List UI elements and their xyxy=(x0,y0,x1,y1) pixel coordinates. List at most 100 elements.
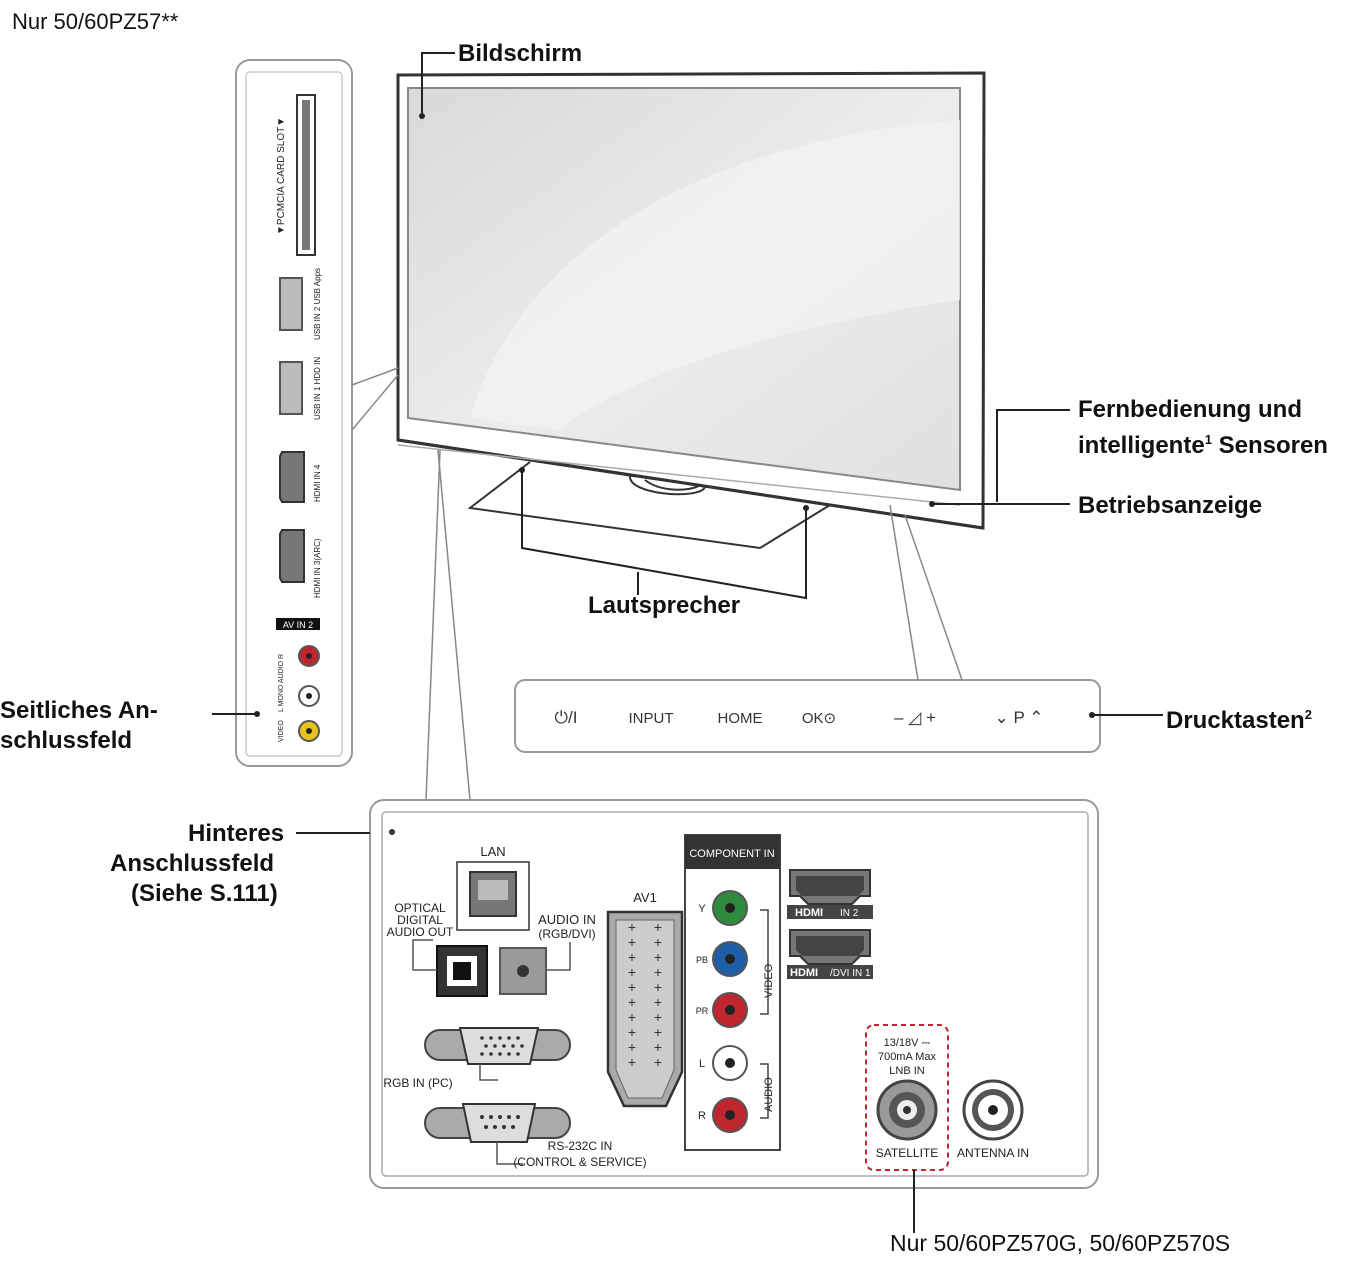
side-hdmi3-label: HDMI IN 3(ARC) xyxy=(313,538,322,598)
hdmi4-port xyxy=(279,451,305,503)
audio-in-rgb-port xyxy=(499,942,571,995)
rgb-pin xyxy=(502,1044,506,1048)
audio-tag: AUDIO xyxy=(763,1077,775,1112)
rgb-in-label: RGB IN (PC) xyxy=(383,1076,452,1090)
label-remote-sensor-text-a: intelligente xyxy=(1078,432,1205,459)
rgb-pin xyxy=(511,1044,515,1048)
antenna-connector xyxy=(962,1079,1024,1141)
input-button: INPUT xyxy=(629,710,674,727)
satellite-label: SATELLITE xyxy=(876,1146,938,1160)
scart-pin: + xyxy=(654,964,662,980)
label-side-panel-line1: Seitliches An- xyxy=(0,697,158,724)
rs232-pin xyxy=(493,1125,497,1129)
rgb-pin xyxy=(516,1036,520,1040)
rs232-label-2: (CONTROL & SERVICE) xyxy=(513,1155,646,1169)
lan-port xyxy=(456,861,530,931)
side-audio-label: L MONO AUDIO R xyxy=(278,654,285,712)
optical-port xyxy=(412,939,488,997)
hdmi1-dvi-port xyxy=(787,929,873,979)
lan-label: LAN xyxy=(480,844,505,859)
scart-pin: + xyxy=(628,1039,636,1055)
component-in-block xyxy=(684,834,781,1151)
label-rear-panel-line1: Hinteres xyxy=(188,820,285,847)
side-hdmi4-label: HDMI IN 4 xyxy=(313,464,322,502)
usb2-port xyxy=(279,277,303,331)
scart-pin: + xyxy=(628,949,636,965)
lnb-label-1: 13/18V ⎓ xyxy=(884,1037,931,1049)
comp-pr-label: PR xyxy=(696,1006,709,1016)
side-pcmcia-label: ▼PCMCIA CARD SLOT▼ xyxy=(276,117,287,235)
callout-lines xyxy=(212,52,1163,1233)
scart-pin: + xyxy=(654,1054,662,1070)
rs232-pin xyxy=(480,1115,484,1119)
rgb-pin xyxy=(484,1044,488,1048)
scart-pin: + xyxy=(628,979,636,995)
scart-pin: + xyxy=(628,934,636,950)
av1-label: AV1 xyxy=(633,890,657,905)
optical-label-2: DIGITAL xyxy=(397,913,443,927)
scart-pin: + xyxy=(628,1009,636,1025)
rgb-pin xyxy=(498,1036,502,1040)
rgb-pin xyxy=(507,1052,511,1056)
component-in-label: COMPONENT IN xyxy=(689,848,774,860)
av1-scart-port xyxy=(606,910,684,1108)
hdmi2-label: IN 2 xyxy=(840,908,859,919)
label-rear-panel-line3: (Siehe S.111) xyxy=(131,880,278,907)
comp-pb-label: PB xyxy=(696,955,708,965)
hdmi1-logo: HDMI xyxy=(790,967,818,979)
home-button: HOME xyxy=(718,710,763,727)
label-rear-panel-line2: Anschlussfeld xyxy=(110,850,275,877)
satellite-area xyxy=(865,1024,949,1171)
footer-note: Nur 50/60PZ570G, 50/60PZ570S xyxy=(890,1230,1231,1256)
scart-pin: + xyxy=(628,964,636,980)
rgb-pin xyxy=(520,1044,524,1048)
label-buttons-sup: 2 xyxy=(1304,707,1312,722)
rs232-pin xyxy=(489,1115,493,1119)
scart-pin: + xyxy=(654,949,662,965)
label-buttons: Drucktasten2 xyxy=(1166,699,1312,736)
label-remote-sensor-line2: intelligente1 Sensoren xyxy=(1078,424,1328,461)
label-remote-sensor-line1: Fernbedienung und xyxy=(1078,396,1302,423)
rgb-pin xyxy=(489,1036,493,1040)
label-speaker: Lautsprecher xyxy=(588,592,741,619)
volume-buttons: – ◿ + xyxy=(894,708,936,727)
rs232-pin xyxy=(484,1125,488,1129)
scart-pin: + xyxy=(654,919,662,935)
tv-body xyxy=(396,71,986,530)
rgb-pin xyxy=(480,1036,484,1040)
callout-dots xyxy=(254,113,1095,718)
side-panel-leaders xyxy=(351,367,399,431)
rs232-pin xyxy=(511,1125,515,1129)
rs232-pin xyxy=(502,1125,506,1129)
hdmi1-label: /DVI IN 1 xyxy=(830,968,871,979)
scart-pin: + xyxy=(628,1054,636,1070)
hdmi2-logo: HDMI xyxy=(795,907,823,919)
tv-stand xyxy=(467,461,831,550)
label-buttons-text: Drucktasten xyxy=(1166,707,1305,734)
side-usb2-label: USB IN 2 USB Apps xyxy=(313,268,322,340)
lnb-label-3: LNB IN xyxy=(889,1065,925,1077)
label-screen: Bildschirm xyxy=(458,40,583,67)
video-tag: VIDEO xyxy=(763,963,775,998)
label-power-indicator: Betriebsanzeige xyxy=(1078,492,1263,519)
comp-l-label: L xyxy=(699,1058,705,1070)
lnb-label-2: 700mA Max xyxy=(878,1051,937,1063)
rs232-pin xyxy=(507,1115,511,1119)
side-av-in2-label: AV IN 2 xyxy=(283,620,313,630)
comp-r-label: R xyxy=(698,1110,706,1122)
ok-button: OK⊙ xyxy=(802,710,836,727)
scart-pin: + xyxy=(628,919,636,935)
scart-pin: + xyxy=(654,979,662,995)
rgb-pin xyxy=(507,1036,511,1040)
scart-pin: + xyxy=(654,934,662,950)
rgb-pin xyxy=(480,1052,484,1056)
rgb-pin xyxy=(498,1052,502,1056)
rgb-pin xyxy=(489,1052,493,1056)
hdmi3-port xyxy=(279,529,305,583)
scart-pin: + xyxy=(628,994,636,1010)
audio-in-label-1: AUDIO IN xyxy=(538,912,596,927)
label-remote-sensor-sup: 1 xyxy=(1204,432,1212,447)
program-buttons: ⌄ P ⌃ xyxy=(995,708,1044,727)
rs232-pin xyxy=(498,1115,502,1119)
